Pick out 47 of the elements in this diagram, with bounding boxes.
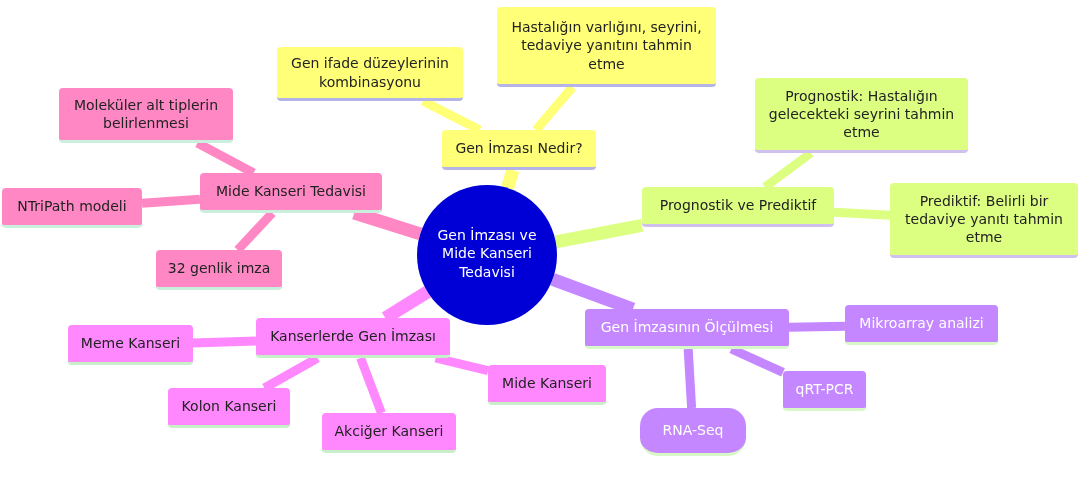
topic-box: [200, 173, 382, 213]
topic-box: [156, 250, 282, 290]
topic-label: Mide Kanseri Tedavisi: [216, 182, 366, 201]
topic-label: Mikroarray analizi: [859, 314, 984, 333]
topic-box: [755, 78, 968, 153]
topic-box: [890, 183, 1078, 258]
branch-connector: [683, 348, 697, 409]
branch-connector: [141, 194, 201, 208]
topic-box: [322, 413, 456, 453]
topic-label: Mide Kanseri: [502, 374, 592, 393]
topic-box: [256, 318, 450, 358]
topic-label: Gen İmzası ve Mide Kanseri Tedavisi: [436, 226, 538, 281]
topic-box: [59, 88, 233, 143]
topic-label: Gen İmzası Nedir?: [455, 139, 583, 158]
topic-label: Prediktif: Belirli bir tedaviye yanıtı tahmin etme: [904, 191, 1064, 247]
topic-label: Prognostik ve Prediktif: [659, 196, 817, 215]
topic-box: [642, 187, 834, 227]
topic-box: [168, 388, 290, 428]
topic-box: [277, 47, 463, 101]
topic-box: [845, 305, 998, 345]
branch-connector: [501, 168, 520, 190]
branch-connector: [833, 207, 891, 220]
topic-label: RNA-Seq: [662, 421, 724, 440]
branch-connector: [788, 321, 846, 332]
topic-label: Prognostik: Hastalığın gelecekteki seyrini tahmin etme: [767, 86, 956, 142]
topic-label: Moleküler alt tiplerin belirlenmesi: [72, 95, 220, 133]
topic-label: NTriPath modeli: [17, 197, 127, 216]
branch-connector: [192, 336, 257, 348]
topic-box: [488, 365, 606, 405]
topic-label: Gen ifade düzeylerinin kombinasyonu: [290, 54, 450, 91]
topic-label: Kanserlerde Gen İmzası: [270, 327, 436, 346]
topic-box: [2, 188, 142, 228]
topic-label: Hastalığın varlığını, seyrini, tedaviye yanıtını tahmin etme: [510, 18, 703, 73]
topic-label: Gen İmzasının Ölçülmesi: [600, 318, 774, 337]
topic-label: qRT-PCR: [795, 380, 854, 399]
branch-connector: [554, 218, 644, 249]
topic-label: Kolon Kanseri: [181, 397, 277, 416]
topic-box: [68, 325, 193, 365]
topic-label: 32 genlik imza: [167, 259, 271, 278]
topic-box: [783, 371, 866, 411]
topic-box: [442, 130, 596, 170]
topic-label: Meme Kanseri: [80, 334, 181, 353]
topic-box: [497, 7, 716, 87]
topic-box: [585, 309, 789, 349]
topic-label: Akciğer Kanseri: [334, 422, 444, 441]
topic-box: [640, 408, 746, 456]
branch-connector: [356, 356, 386, 415]
